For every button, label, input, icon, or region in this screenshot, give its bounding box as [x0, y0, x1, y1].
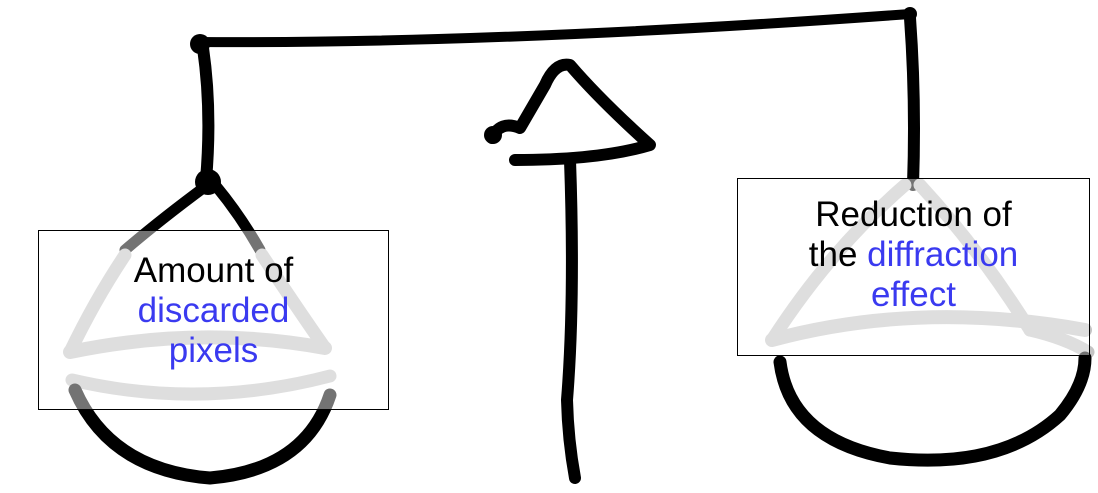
right-label-line-3: effect — [738, 275, 1089, 315]
fulcrum-post — [567, 160, 575, 478]
left-label-line-3: pixels — [39, 331, 388, 371]
fulcrum-triangle — [492, 65, 650, 160]
right-hanger — [910, 18, 914, 185]
fulcrum-left-knob — [484, 126, 502, 144]
left-label-line-2: discarded — [39, 291, 388, 331]
right-label-line-1: Reduction of — [738, 195, 1089, 235]
left-hanger — [203, 48, 208, 180]
right-label-line-2-highlight: diffraction — [867, 235, 1018, 274]
right-label-line-2: the diffraction — [738, 235, 1089, 275]
right-pan-label: Reduction of the diffraction effect — [737, 178, 1090, 356]
scale-beam — [197, 14, 910, 42]
right-pan-bowl — [780, 358, 1085, 460]
right-label-line-2-plain: the — [809, 235, 858, 274]
left-pan-label: Amount of discarded pixels — [38, 230, 389, 410]
left-label-line-1: Amount of — [39, 251, 388, 291]
